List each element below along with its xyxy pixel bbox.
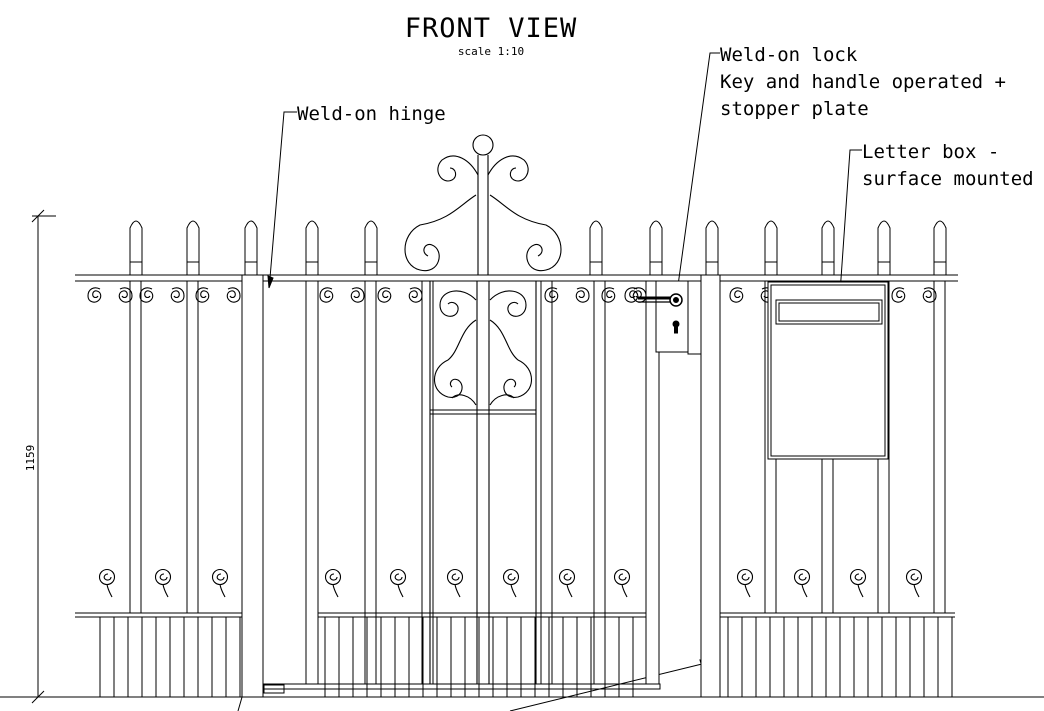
scroll-left [544, 287, 559, 303]
drawing-scale: scale 1:10 [458, 45, 524, 58]
scroll-right [408, 287, 423, 303]
scroll-ornament [729, 287, 775, 303]
spiral-ornament [613, 568, 631, 598]
spiral-ornament [98, 568, 116, 598]
spike-finial [244, 220, 258, 276]
spiral-ornament [389, 568, 407, 598]
weld-on-lock [638, 280, 702, 355]
scroll-right [170, 287, 185, 303]
spike-finial [705, 220, 719, 276]
spiral-shape [98, 568, 116, 598]
spiral-shape [849, 568, 867, 598]
spiral-shape [324, 568, 342, 598]
spiral-shape [905, 568, 923, 598]
centre-gate-panel [429, 281, 537, 684]
scroll-ornament [377, 287, 423, 303]
letterbox-label-line1: Letter box - [862, 141, 999, 163]
centre-crest-ornament [404, 134, 562, 275]
lower-rails [75, 612, 955, 694]
lock-label-line1: Weld-on lock [720, 44, 858, 66]
scroll-ornament [891, 287, 937, 303]
scroll-right [226, 287, 241, 303]
spiral-ornament [849, 568, 867, 598]
spiral-shape [613, 568, 631, 598]
spiral-ornament [793, 568, 811, 598]
scroll-right [632, 287, 647, 303]
spiral-ornament [324, 568, 342, 598]
scroll-ornament [319, 287, 365, 303]
spike-finials [129, 220, 947, 276]
scroll-left [87, 287, 102, 303]
spiral-shape [793, 568, 811, 598]
top-rails [75, 274, 958, 282]
scroll-ornament [601, 287, 647, 303]
spike-finial [764, 220, 778, 276]
spiral-ornament [558, 568, 576, 598]
scroll-left [624, 287, 639, 303]
spike-finial [877, 220, 891, 276]
spiral-shape [502, 568, 520, 598]
spike-finial [649, 220, 663, 276]
scroll-left [377, 287, 392, 303]
letter-box [767, 281, 889, 460]
lock-label-line3: stopper plate [720, 98, 869, 120]
spiral-ornament [154, 568, 172, 598]
spike-finial [305, 220, 319, 276]
spiral-ornament [502, 568, 520, 598]
scroll-ornament [139, 287, 185, 303]
height-dimension-value: 1159 [24, 445, 37, 472]
lower-spiral-ornaments [98, 568, 923, 598]
spike-finial [129, 220, 143, 276]
spiral-shape [154, 568, 172, 598]
spike-finial [589, 220, 603, 276]
spiral-ornament [211, 568, 229, 598]
lock-label-line2: Key and handle operated + [720, 71, 1006, 93]
spiral-shape [736, 568, 754, 598]
spiral-shape [558, 568, 576, 598]
drawing-title: FRONT VIEW [405, 13, 578, 44]
scroll-left [729, 287, 744, 303]
hinge-label: Weld-on hinge [297, 103, 446, 125]
scroll-left [319, 287, 334, 303]
spike-finial [186, 220, 200, 276]
scroll-left [139, 287, 154, 303]
spiral-ornament [736, 568, 754, 598]
scroll-ornament [195, 287, 241, 303]
scroll-ornament [87, 287, 133, 303]
spiral-shape [211, 568, 229, 598]
spiral-shape [389, 568, 407, 598]
scroll-right [575, 287, 590, 303]
spike-finial [821, 220, 835, 276]
scroll-right [350, 287, 365, 303]
spike-finial [364, 220, 378, 276]
spike-finial [933, 220, 947, 276]
spiral-shape [446, 568, 464, 598]
spiral-ornament [446, 568, 464, 598]
gate-posts [241, 274, 721, 698]
height-dimension [31, 209, 56, 704]
letterbox-label-line2: surface mounted [862, 168, 1034, 190]
scroll-left [891, 287, 906, 303]
spiral-ornament [905, 568, 923, 598]
scroll-left [601, 287, 616, 303]
